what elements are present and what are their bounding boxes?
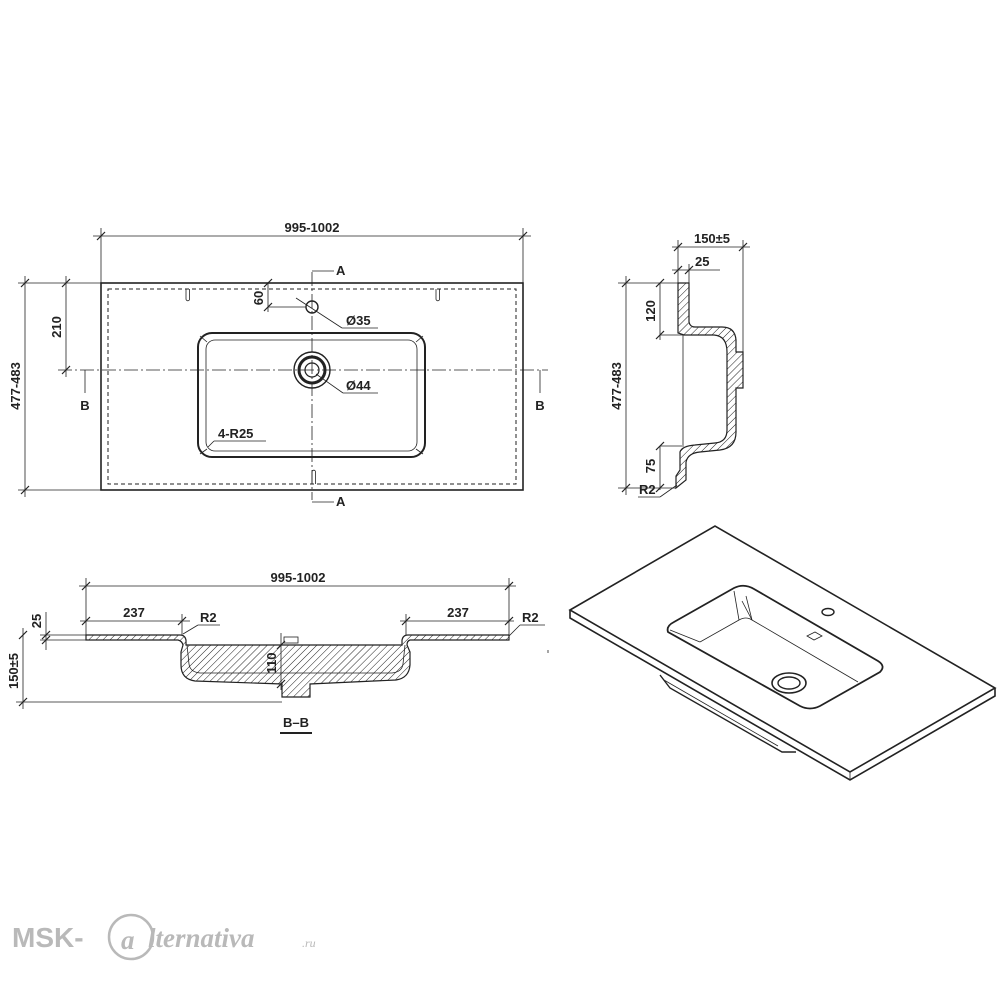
bowl-inner-outline <box>205 339 418 452</box>
side-section-profile <box>675 282 744 490</box>
section-label: B–B <box>283 715 309 730</box>
iso-countertop-edge <box>569 610 996 781</box>
watermark-logo: MSK- a lternativa .ru <box>12 913 316 961</box>
bowl-depth-dim: 110 <box>264 653 279 674</box>
tap-offset-dim: 60 <box>251 291 266 305</box>
mounting-slot <box>435 289 440 302</box>
iso-countertop-top <box>568 525 997 773</box>
tap-hole-dim: Ø35 <box>346 313 371 328</box>
watermark-prefix: MSK- <box>12 922 84 953</box>
right-radius-dim: R2 <box>522 610 539 625</box>
front-height-dim: 150±5 <box>6 653 21 689</box>
side-height-dim: 150±5 <box>694 231 730 246</box>
iso-drain-outer <box>771 672 807 694</box>
iso-tap-hole <box>821 607 835 617</box>
svg-text:a: a <box>121 925 135 955</box>
iso-bowl-underside <box>659 674 796 753</box>
overflow-slot <box>283 636 299 644</box>
left-radius-dim: R2 <box>200 610 217 625</box>
watermark-suffix: .ru <box>302 936 316 950</box>
section-a-top: A <box>336 263 346 278</box>
iso-drain-inner <box>777 676 801 690</box>
watermark-at-icon <box>107 913 155 961</box>
front-width-dim: 995-1002 <box>271 570 326 585</box>
side-back-dim: 120 <box>643 300 658 322</box>
iso-overflow-slot <box>806 631 823 641</box>
side-section: 477-483 120 75 R2 150±5 25 <box>609 231 750 498</box>
corner-radius-dim: 4-R25 <box>218 426 253 441</box>
front-section-profile <box>85 634 510 698</box>
front-rim-dim: 25 <box>29 614 44 628</box>
right-ledge-dim: 237 <box>447 605 469 620</box>
side-front-dim: 75 <box>643 459 658 473</box>
mounting-slot <box>311 469 316 484</box>
bowl-outline <box>197 332 426 458</box>
side-rim-dim: 25 <box>695 254 709 269</box>
centerline-offset-dim: 210 <box>49 316 64 338</box>
plan-view: 995-1002 477-483 210 60 Ø35 Ø44 4-R25 <box>8 220 548 509</box>
section-b-right: B <box>535 398 544 413</box>
watermark-script: lternativa <box>148 923 255 953</box>
side-depth-dim: 477-483 <box>609 362 624 410</box>
front-section: 995-1002 237 237 R2 R2 25 150±5 <box>6 570 549 734</box>
drain-dim: Ø44 <box>346 378 371 393</box>
section-b-left: B <box>80 398 89 413</box>
left-ledge-dim: 237 <box>123 605 145 620</box>
plan-depth-dim: 477-483 <box>8 362 23 410</box>
mounting-slot <box>185 289 190 302</box>
side-radius-dim: R2 <box>639 482 656 497</box>
plan-width-dim: 995-1002 <box>285 220 340 235</box>
iso-bowl-rim <box>666 584 884 710</box>
isometric-view <box>568 525 997 781</box>
section-a-bottom: A <box>336 494 346 509</box>
